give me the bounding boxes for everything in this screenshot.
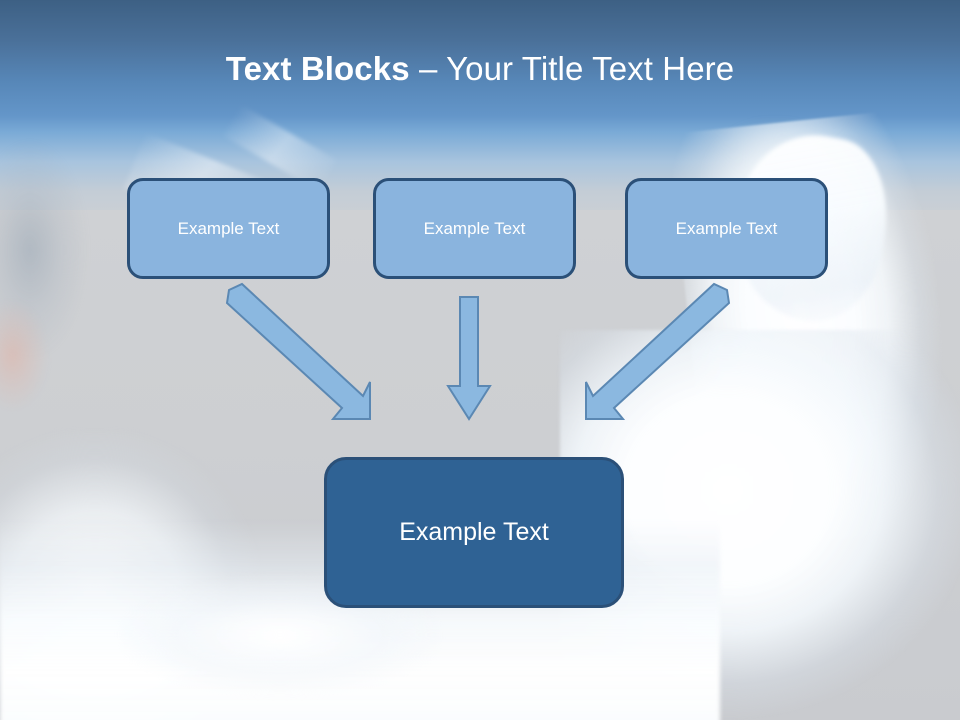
text-block-3[interactable]: Example Text — [625, 178, 828, 279]
page-title-light: – Your Title Text Here — [418, 50, 735, 87]
page-title: Text Blocks – Your Title Text Here — [0, 48, 960, 90]
text-block-1-label: Example Text — [177, 218, 280, 238]
arrow-down-right-icon — [225, 282, 371, 420]
arrow-down-left-icon — [585, 282, 731, 420]
text-block-result-label: Example Text — [399, 518, 549, 546]
text-block-1[interactable]: Example Text — [127, 178, 330, 279]
text-block-3-label: Example Text — [675, 218, 778, 238]
text-block-2-label: Example Text — [423, 218, 526, 238]
background-photo-hair-left — [0, 300, 50, 410]
page-title-strong: Text Blocks — [225, 50, 419, 87]
arrow-down-icon — [446, 296, 492, 421]
text-block-result[interactable]: Example Text — [324, 457, 624, 608]
text-block-2[interactable]: Example Text — [373, 178, 576, 279]
